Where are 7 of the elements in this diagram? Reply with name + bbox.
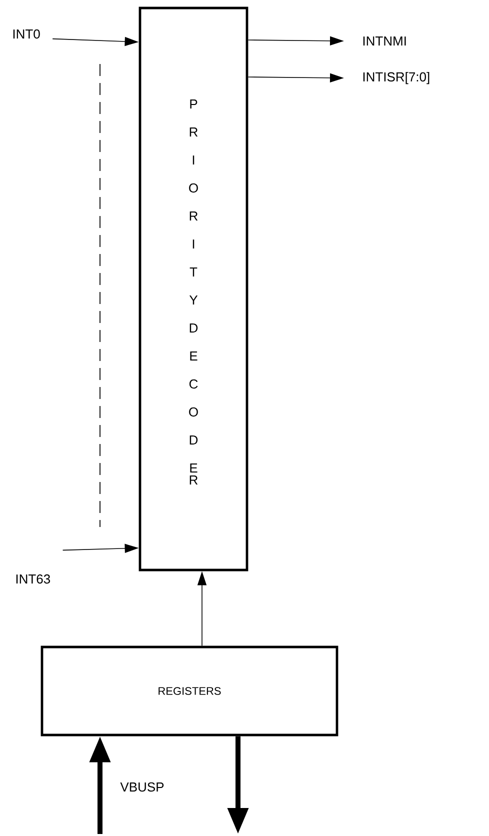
signal-label: INTISR[7:0] (363, 72, 430, 84)
register-box: REGISTERS (40, 646, 338, 736)
signal-label: INT0 (13, 29, 40, 39)
signal-label: INTNMI (363, 36, 406, 46)
decoder-box: PRIORITY DECODER (138, 6, 248, 572)
signal-label: INT63 (16, 574, 50, 584)
bus-label: VBUSP (120, 782, 164, 792)
